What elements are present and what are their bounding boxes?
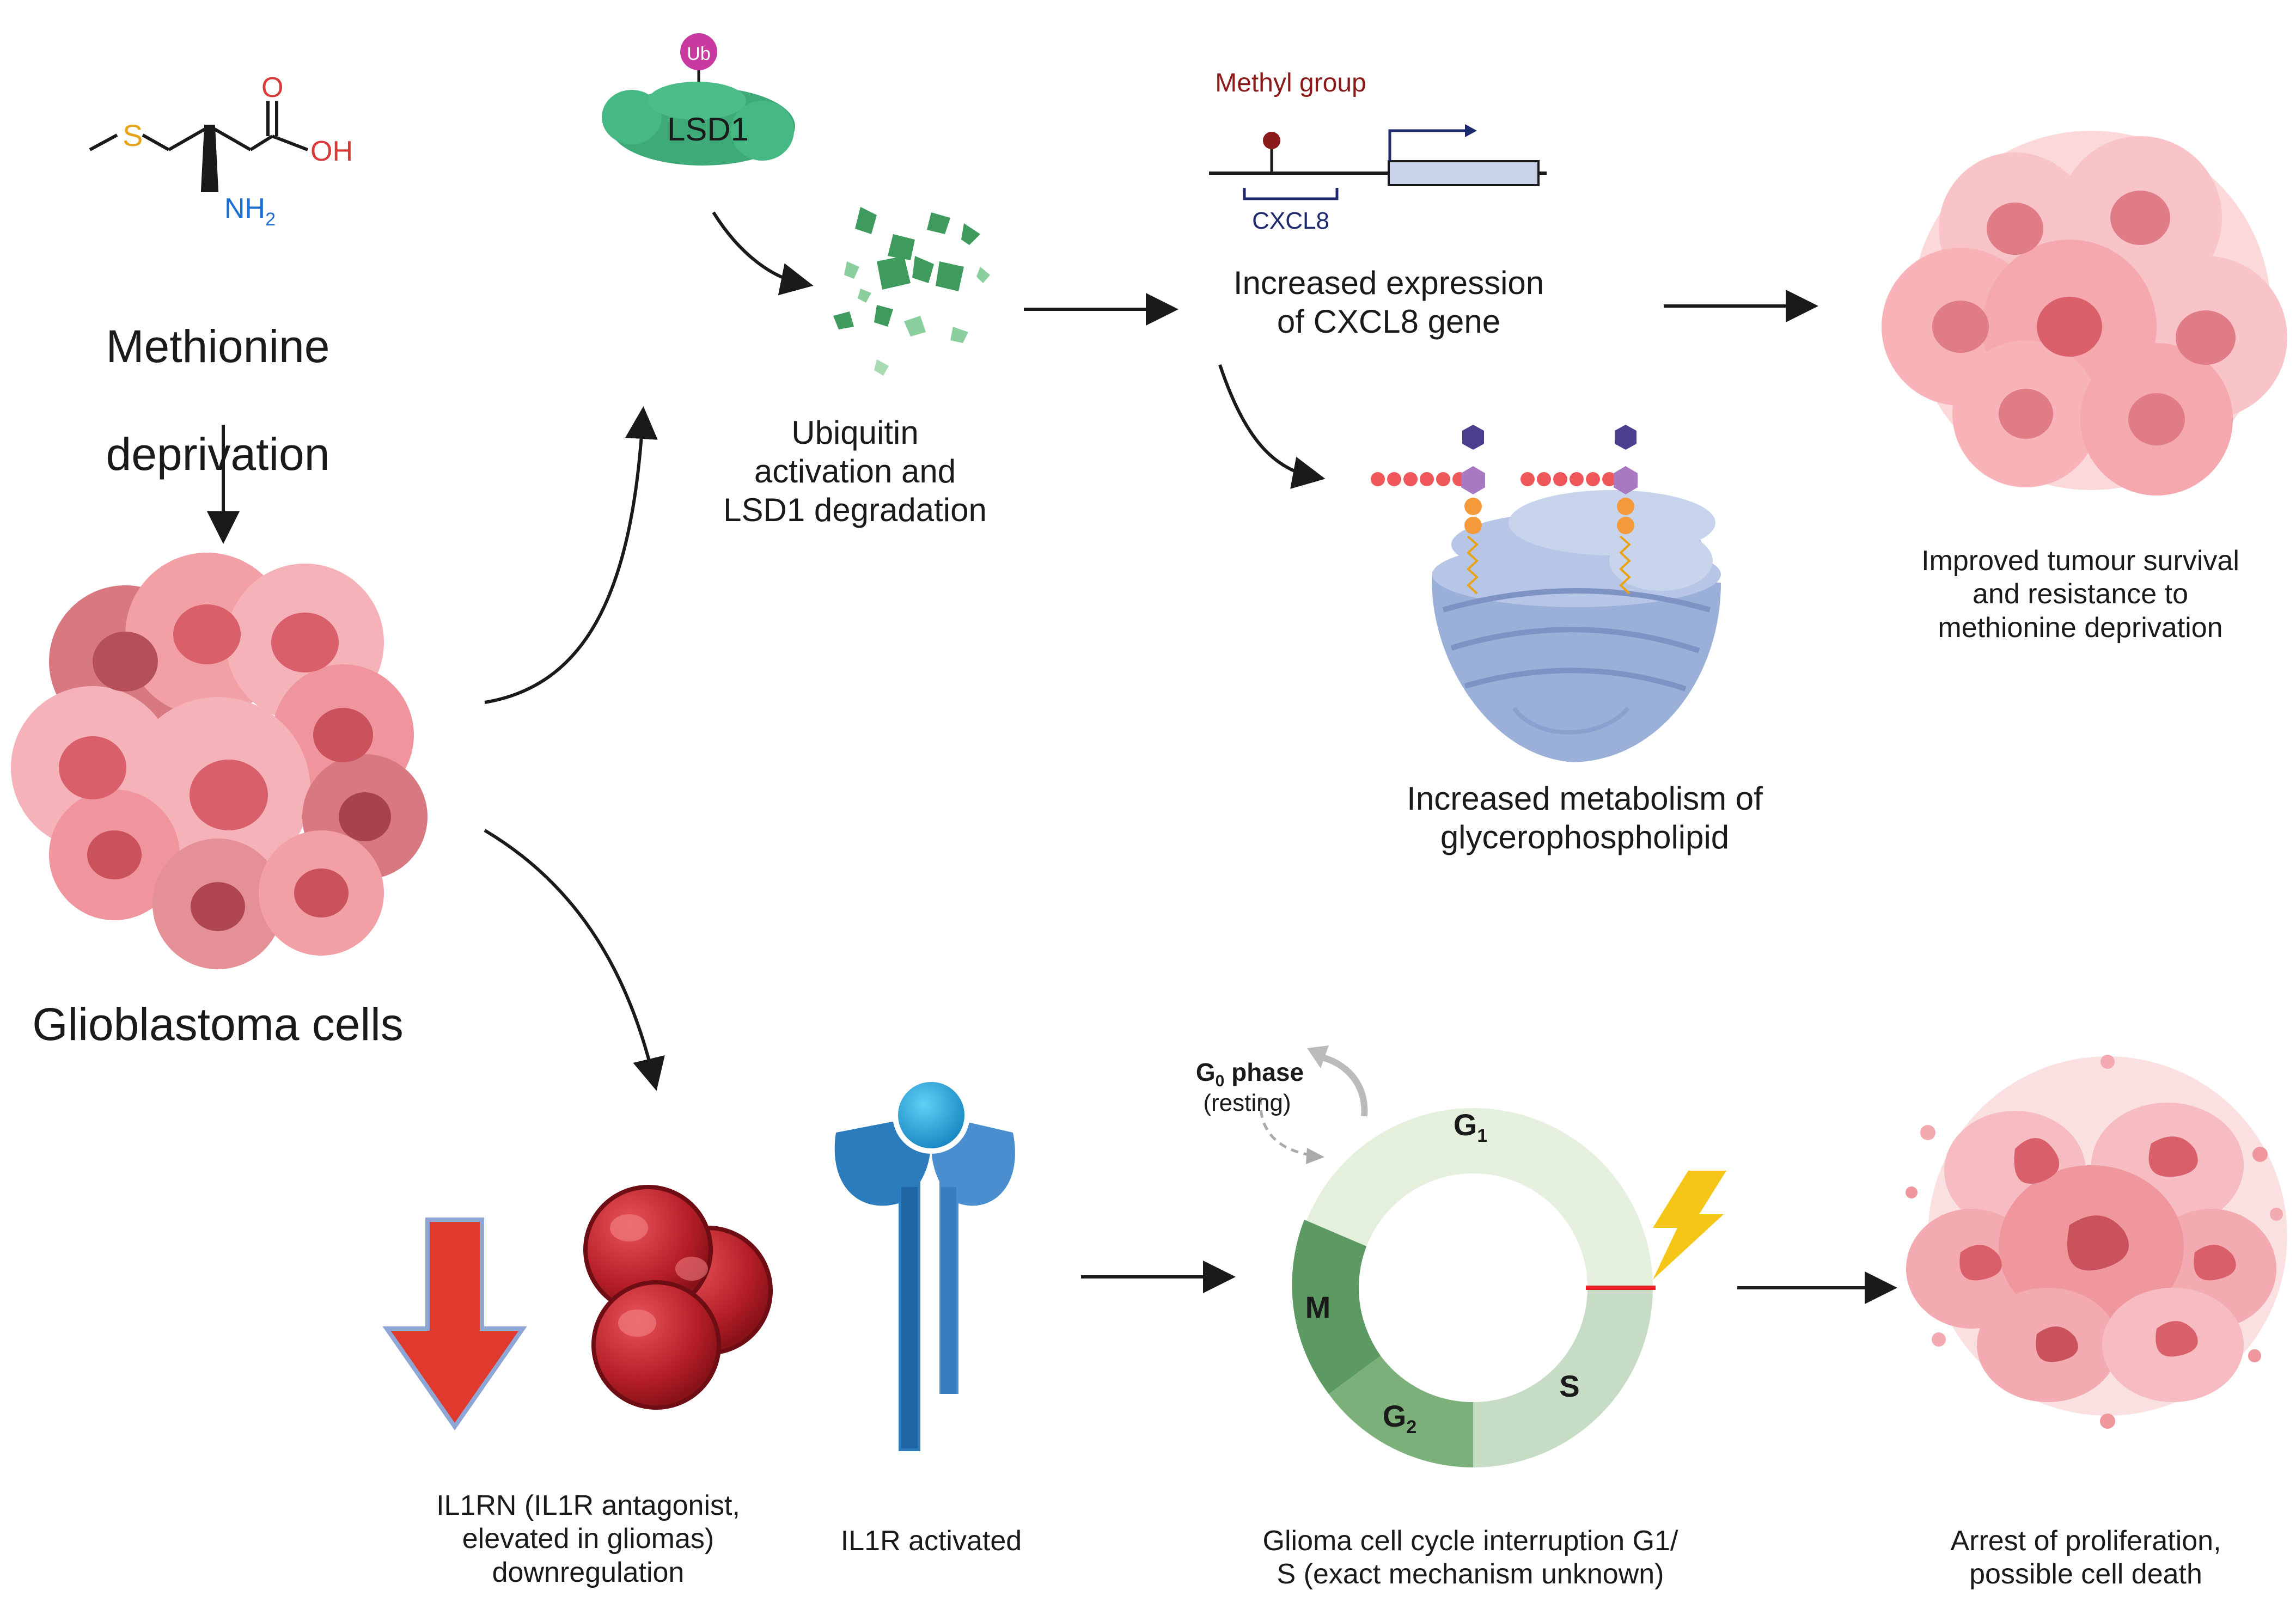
il1rn-caption: IL1RN (IL1R antagonist, elevated in glio… bbox=[436, 1490, 740, 1588]
phospholipid-right-icon bbox=[1521, 425, 1638, 595]
methionine-deprivation-title: Methionine deprivation bbox=[65, 266, 370, 481]
phospholipid-left-icon bbox=[1371, 425, 1485, 595]
g1-label: G bbox=[1454, 1108, 1477, 1142]
lsd1-label: LSD1 bbox=[667, 111, 749, 148]
lsd1-fragments-icon bbox=[833, 207, 990, 376]
m-label: M bbox=[1305, 1290, 1331, 1324]
cell-cycle-caption: Glioma cell cycle interruption G1/ S (ex… bbox=[1262, 1525, 1678, 1590]
golgi-apparatus-icon bbox=[1432, 490, 1721, 762]
svg-text:G1: G1 bbox=[1454, 1108, 1487, 1146]
glioblastoma-label: Glioblastoma cells bbox=[32, 999, 404, 1050]
ubiquitin-label: Ub bbox=[687, 44, 710, 64]
arrest-caption: Arrest of proliferation, possible cell d… bbox=[1950, 1525, 2221, 1590]
amine-subscript: 2 bbox=[265, 209, 276, 230]
glioblastoma-cells-icon bbox=[11, 553, 428, 969]
methionine-line1: Methionine bbox=[106, 321, 330, 372]
lightning-icon bbox=[1653, 1171, 1726, 1280]
svg-text:G0 phase: G0 phase bbox=[1196, 1058, 1304, 1090]
methyl-group-icon bbox=[1263, 132, 1280, 149]
tumour-cluster-icon bbox=[1882, 131, 2287, 495]
dying-cells-icon bbox=[1906, 1055, 2287, 1429]
s-label: S bbox=[1559, 1369, 1579, 1403]
il1r-caption: IL1R activated bbox=[840, 1525, 1022, 1557]
s-segment bbox=[1473, 1288, 1653, 1467]
cxcl8-expression-caption: Increased expression of CXCL8 gene bbox=[1233, 265, 1544, 340]
svg-text:NH2: NH2 bbox=[224, 193, 276, 230]
oxygen-atom: O bbox=[261, 72, 283, 103]
methionine-line2: deprivation bbox=[106, 429, 330, 480]
il1r-receptor-icon bbox=[834, 1076, 1015, 1451]
methionine-structure-icon: S O OH NH2 bbox=[89, 72, 353, 230]
m-segment bbox=[1292, 1220, 1381, 1394]
g1-segment bbox=[1473, 1108, 1653, 1288]
sulfur-atom: S bbox=[123, 118, 143, 152]
g0-resting-label: (resting) bbox=[1203, 1090, 1291, 1116]
glycerophospholipid-caption: Increased metabolism of glycerophospholi… bbox=[1407, 780, 1763, 855]
methyl-group-label: Methyl group bbox=[1215, 69, 1366, 97]
g0-subscript: 0 bbox=[1216, 1072, 1225, 1090]
hydroxyl-group: OH bbox=[310, 136, 353, 167]
g1-subscript: 1 bbox=[1477, 1125, 1487, 1146]
g2-label: G bbox=[1383, 1399, 1407, 1433]
g0-exit-arrow bbox=[1317, 1053, 1368, 1117]
il1rn-molecule-icon bbox=[583, 1185, 773, 1410]
lsd1-degradation-caption: Ubiquitin activation and LSD1 degradatio… bbox=[723, 414, 987, 528]
g2-subscript: 2 bbox=[1406, 1417, 1416, 1437]
g0-phase-word: phase bbox=[1224, 1058, 1304, 1086]
arrow-to-degradation bbox=[712, 211, 814, 296]
lsd1-protein-icon: Ub LSD1 bbox=[602, 33, 795, 166]
cell-cycle-icon: G1 S G2 M G0 phase (resting) bbox=[1196, 1045, 1726, 1467]
svg-text:G2: G2 bbox=[1383, 1399, 1416, 1437]
arrow-to-lsd1 bbox=[484, 406, 658, 704]
amine-group: NH bbox=[224, 193, 265, 224]
downregulation-arrow-icon bbox=[382, 1218, 527, 1431]
cxcl8-gene-icon: Methyl group CXCL8 bbox=[1209, 69, 1547, 234]
g2-segment bbox=[1329, 1356, 1473, 1467]
arrow-to-golgi bbox=[1218, 364, 1326, 489]
cxcl8-label: CXCL8 bbox=[1252, 207, 1329, 234]
tumour-survival-caption: Improved tumour survival and resistance … bbox=[1921, 545, 2239, 644]
ubiquitin-icon bbox=[680, 33, 717, 70]
g0-entry-arrow bbox=[1259, 1097, 1308, 1156]
g0-label: G bbox=[1196, 1058, 1216, 1086]
arrow-to-il1rn bbox=[484, 829, 665, 1091]
